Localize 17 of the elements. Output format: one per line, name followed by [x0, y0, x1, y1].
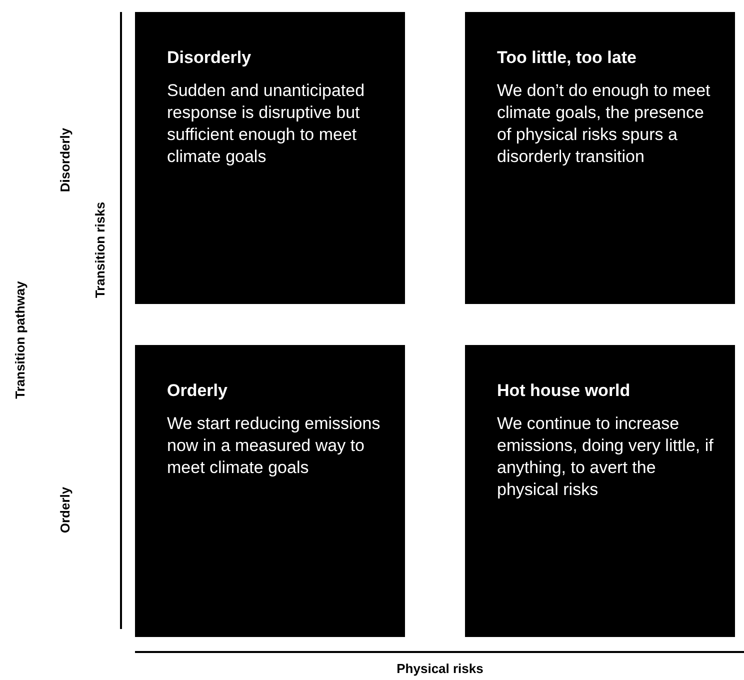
axis-label: Disorderly — [58, 128, 72, 192]
axis-label: Orderly — [58, 486, 72, 534]
panel-heading: Hot house world — [497, 381, 632, 401]
panel-description: We don’t do enough to meet climate goals, the presence of physical risks spurs a disorderly transition — [497, 80, 712, 168]
panel-heading: Orderly — [167, 381, 228, 401]
panel-heading: Disorderly — [167, 48, 252, 68]
scenario-panel — [135, 345, 405, 637]
axis-title: Physical risks — [396, 661, 484, 676]
panel-heading: Too little, too late — [497, 48, 638, 68]
scenario-panel — [465, 12, 735, 304]
scenario-panel — [465, 345, 735, 637]
axis-title: Transition risks — [92, 202, 108, 298]
panel-description: We start reducing emissions now in a measured way to meet climate goals — [167, 413, 382, 479]
panel-description: We continue to increase emissions, doing very little, if anything, to avert the physical risks — [497, 413, 714, 501]
axis-title: Transition pathway — [12, 281, 28, 399]
scenario-panel — [135, 12, 405, 304]
panel-description: Sudden and unanticipated response is disruptive but sufficient enough to meet climate goals — [167, 80, 366, 168]
